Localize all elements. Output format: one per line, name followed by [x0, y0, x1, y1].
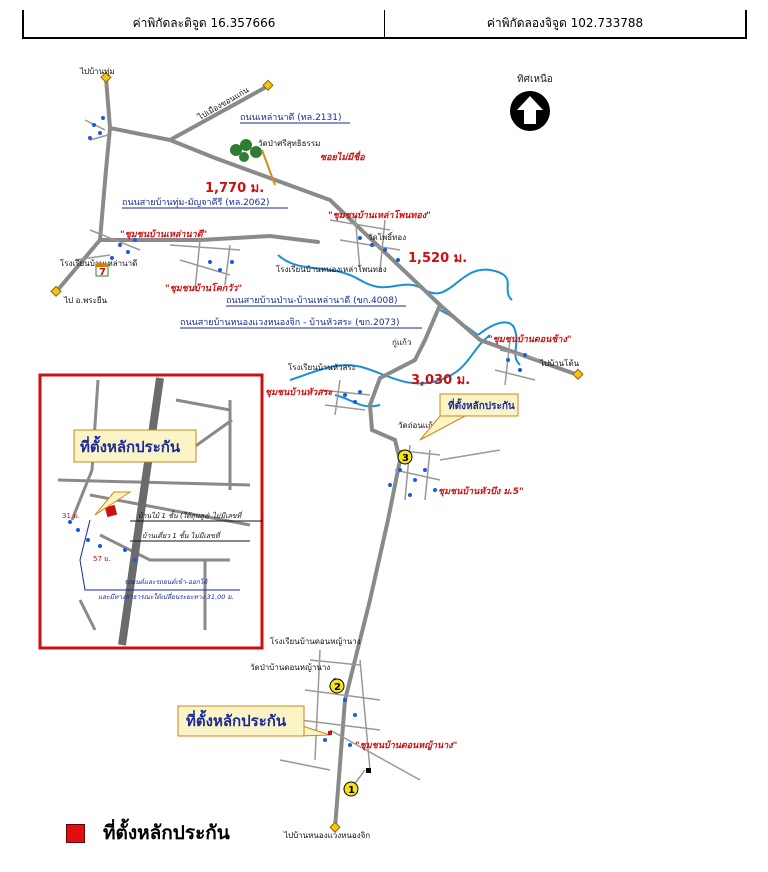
inset-house-1: บ้านไม้ 1 ชั้น (ใต้ถุนสูง) ไม่มีเลขที่: [138, 510, 243, 520]
label-ku: กู่แก้ว: [392, 338, 411, 348]
label-lao-lan-nadi-road: ถนนเหล่านาดี (ทล.2131): [240, 112, 341, 123]
marker-2: 2: [329, 678, 345, 694]
label-comm-hua-bueng: ชุมชนบ้านหัวบึง ม.5": [438, 486, 524, 497]
label-wat-don-ya: วัดป่าบ้านดอนหญ้านาง: [250, 663, 330, 672]
distance-2: 1,520 ม.: [408, 251, 467, 266]
inset-house-2: บ้านเดี่ยว 1 ชั้น ไม่มีเลขที่: [142, 530, 222, 540]
label-school-don-ya: โรงเรียนบ้านดอนหญ้านาง: [270, 636, 361, 646]
houses: [88, 116, 527, 747]
roads: [54, 76, 580, 830]
benchmark-callout-bottom: ที่ตั้งหลักประกัน: [177, 705, 331, 737]
label-comm-kho-wa: "ชุมชนบ้านโคกวัว": [165, 282, 242, 294]
benchmark-callout-right: ที่ตั้งหลักประกัน: [419, 393, 519, 441]
side-road: [261, 149, 276, 186]
river: [277, 254, 521, 408]
label-to-phra-yuen: ไป อ.พระยืน: [63, 296, 108, 305]
latitude-label: ค่าพิกัดละติจูด 16.357666: [132, 16, 276, 30]
label-soi-no-name: ซอยไม่มีชื่อ: [320, 150, 365, 163]
label-school-hua-sa: โรงเรียนบ้านหัวสระ: [288, 362, 356, 372]
marker-1: 1: [343, 781, 359, 797]
label-road-nong-waeng: ถนนสายบ้านหนองแวงหนองจิก - บ้านหัวสระ (ข…: [180, 317, 400, 328]
label-to-ban-don: ไปบ้านโต้น: [539, 358, 580, 368]
marker-3: 3: [397, 449, 413, 465]
svg-text:ที่ตั้งหลักประกัน: ที่ตั้งหลักประกัน: [186, 709, 287, 730]
legend: ที่ตั้งหลักประกัน: [66, 818, 230, 848]
label-wat-phon: วัดโพธิ์ทอง: [368, 231, 406, 242]
label-school-lao-phon: โรงเรียนบ้านหนองเหล่าโพนทอง: [276, 264, 387, 274]
inset-map: ที่ตั้งหลักประกัน 31 ม. 57 ม. บ้านไม้ 1 …: [38, 373, 264, 650]
inset-title: ที่ตั้งหลักประกัน: [80, 435, 181, 456]
svg-text:1: 1: [348, 785, 355, 796]
label-road-ban-thum: ถนนสายบ้านทุ่ม-มัญจาคีรี (ทล.2062): [122, 197, 270, 208]
legend-swatch: [66, 823, 85, 843]
svg-text:7: 7: [99, 267, 106, 278]
label-comm-lao-phon: "ชุมชนบ้านเหล่าโพนทอง": [328, 209, 431, 221]
label-comm-don-ya: "ชุมชนบ้านดอนหญ้านาง": [355, 740, 457, 751]
seven-eleven-icon: 7: [95, 263, 109, 278]
north-arrow-icon: [510, 91, 550, 131]
benchmark-point: [328, 731, 332, 735]
svg-text:ที่ตั้งหลักประกัน: ที่ตั้งหลักประกัน: [448, 398, 515, 412]
svg-text:2: 2: [334, 682, 341, 693]
north-label: ทิศเหนือ: [517, 73, 553, 85]
temple-trees: [230, 139, 262, 162]
legend-label: ที่ตั้งหลักประกัน: [103, 822, 230, 844]
label-ban-thum: ไปบ้านทุ่ม: [79, 67, 115, 76]
label-comm-don-chang: "ชุมชนบ้านดอนช้าง": [488, 334, 572, 345]
label-road-ban-pao: ถนนสายบ้านป่าน-บ้านเหล่านาดี (ขก.4008): [226, 295, 397, 306]
label-to-nong-waeng: ไปบ้านหนองแวงหนองจิก: [283, 831, 370, 840]
inset-note-1: รถยนต์และรถยนต์เข้า-ออกได้: [124, 578, 209, 586]
inset-dist-b: 57 ม.: [93, 555, 111, 563]
distance-1: 1,770 ม.: [205, 181, 264, 196]
svg-text:3: 3: [402, 453, 409, 464]
label-school-lao-nadi: โรงเรียนบ้านเหล่านาดี: [60, 258, 137, 268]
label-comm-lao-nadi: "ชุมชนบ้านเหล่านาดี": [120, 229, 207, 240]
longitude-label: ค่าพิกัดลองจิจูด 102.733788: [384, 10, 745, 37]
distance-3: 3,030 ม.: [411, 373, 470, 388]
road-end-points: [50, 71, 584, 833]
coordinate-table: ค่าพิกัดละติจูด 16.357666 ค่าพิกัดลองจิจ…: [22, 10, 747, 39]
label-wat-don: วัดถ่อนแก้ว: [398, 421, 437, 430]
marker-point-1: [366, 768, 371, 773]
label-comm-hua-sa: ชุมชนบ้านหัวสระ: [265, 387, 334, 398]
label-wat-si: วัดป่าศรีสุทธิธรรม: [258, 139, 320, 148]
local-roads: [74, 119, 541, 791]
inset-note-2: และมีทางสาธารณะใต้เปลี่ยนระยะทาง 31.00 ม…: [98, 592, 234, 601]
inset-dist-a: 31 ม.: [62, 512, 80, 520]
